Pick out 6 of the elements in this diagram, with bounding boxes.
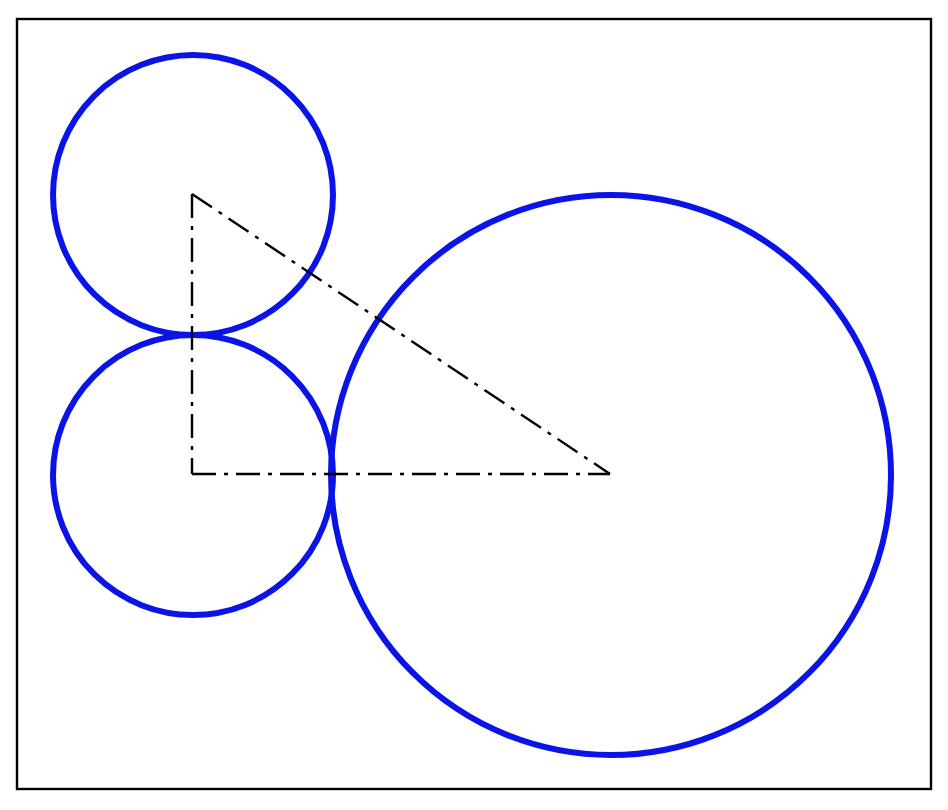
center-line <box>192 472 610 476</box>
circle-shape <box>49 51 335 337</box>
circle-shape <box>327 191 893 757</box>
center-line <box>190 194 194 474</box>
center-line <box>191 193 611 475</box>
circle-shape <box>49 331 335 617</box>
